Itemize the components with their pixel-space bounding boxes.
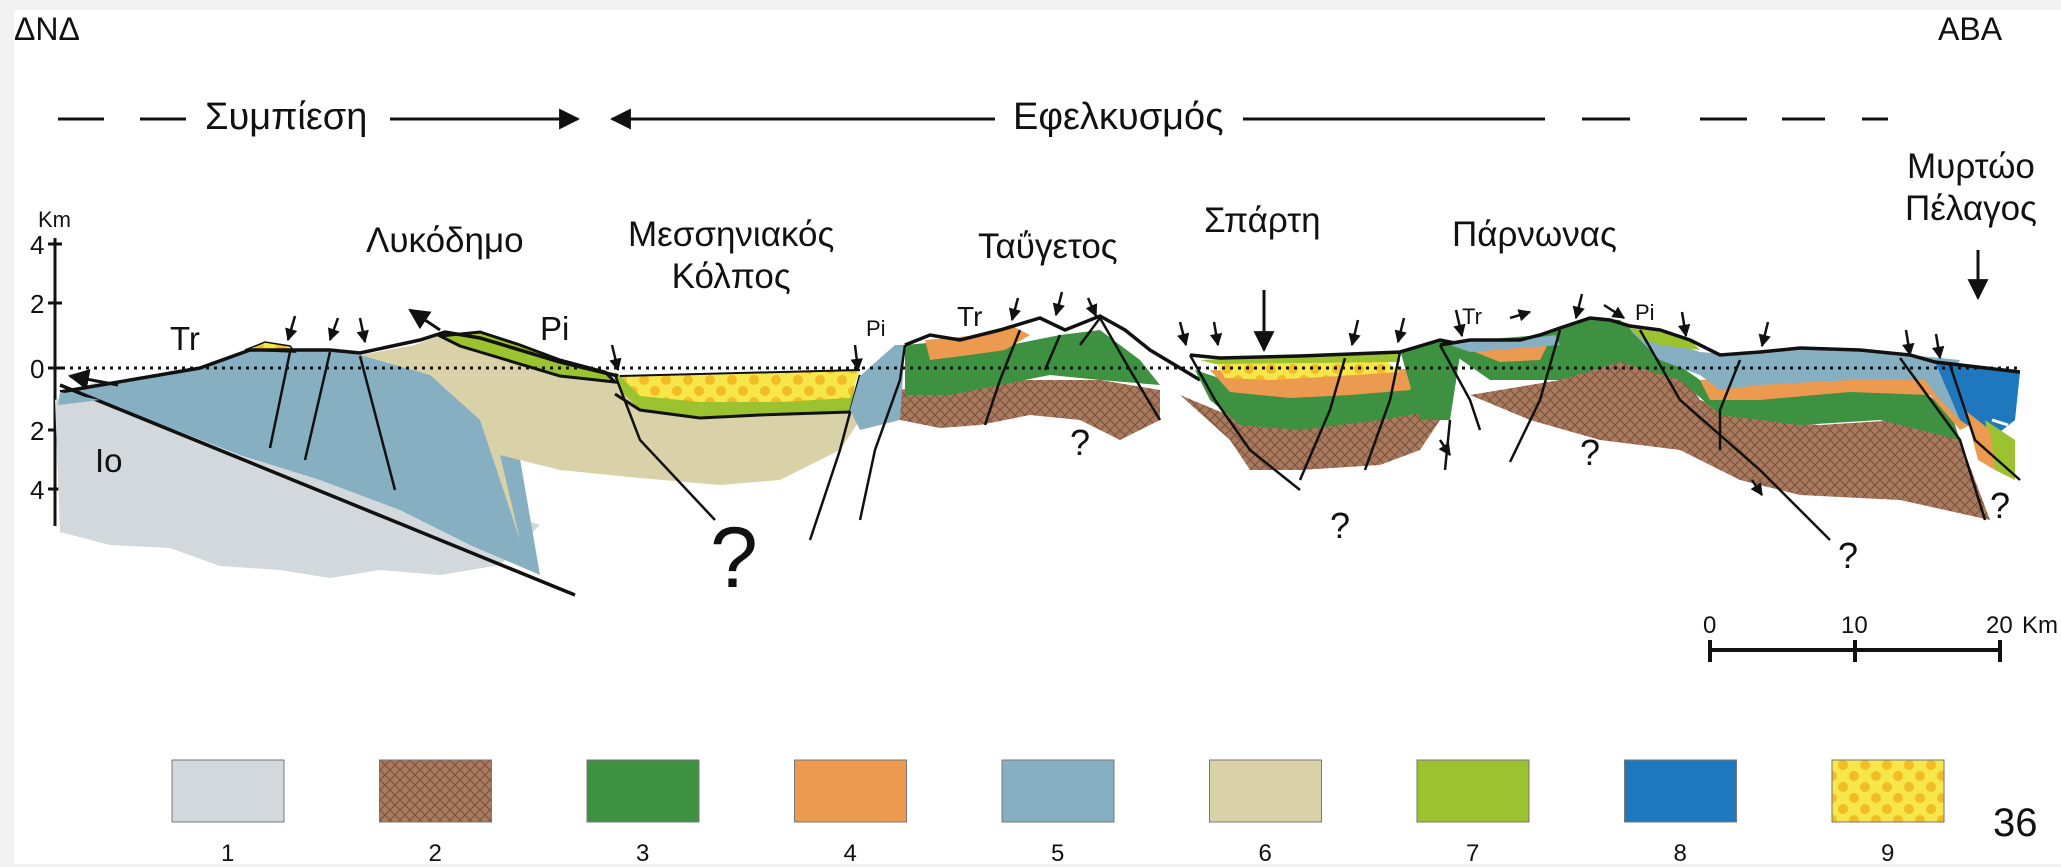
depth-tick: 0 xyxy=(30,354,45,384)
unit-5-taygetos xyxy=(850,345,905,430)
unit-label-tr-parnonas: Tr xyxy=(1462,304,1482,329)
legend-swatch-3 xyxy=(586,759,700,823)
unit-5-parnonas xyxy=(1450,335,1560,352)
legend-swatch-7 xyxy=(1416,759,1530,823)
place-sparti: Σπάρτη xyxy=(1204,201,1321,240)
regime-compression-label: Συμπίεση xyxy=(205,96,368,138)
question-mark-parnonas: ? xyxy=(1580,432,1601,473)
page-number: 36 xyxy=(1993,801,2038,845)
legend-swatch-4 xyxy=(794,759,907,823)
legend-swatch-9 xyxy=(1831,759,1945,823)
depth-tick: 2 xyxy=(30,289,45,319)
unit-5-myrtoo xyxy=(1910,360,1960,420)
scale-bar xyxy=(1708,640,2002,662)
unit-label-pi-parnonas: Pi xyxy=(1635,300,1655,325)
place-parnonas: Πάρνωνας xyxy=(1452,215,1617,254)
legend-swatch-1 xyxy=(171,759,285,823)
depth-axis xyxy=(48,238,62,526)
depth-tick: 2 xyxy=(30,416,45,446)
unit-6-flysch xyxy=(360,333,860,540)
place-messiniakos: Μεσσηνιακός Κόλπος xyxy=(628,215,835,296)
legend-label-7: 7 xyxy=(1466,840,1480,867)
unit-7-myrtoo xyxy=(1985,420,2015,480)
section-compression-zone xyxy=(55,308,863,597)
legend-swatch-8 xyxy=(1624,759,1737,823)
depth-tick: 4 xyxy=(30,230,45,260)
unit-2-parnonas xyxy=(1470,360,1990,520)
orientation-right: ΑΒΑ xyxy=(1938,11,2003,47)
scale-unit: Km xyxy=(2022,612,2058,639)
place-taygetos: Ταΰγετος xyxy=(978,227,1118,266)
unit-label-pi-west: Pi xyxy=(540,310,570,347)
unit-4-myrtoo xyxy=(1965,410,1995,470)
unit-5-east xyxy=(1630,330,1960,390)
scale-tick-20: 20 xyxy=(1986,612,2013,639)
unit-2-taygetos xyxy=(895,380,1160,440)
unit-7-pindos-west xyxy=(434,330,620,384)
unit-7-parnonas xyxy=(1630,328,1700,350)
depth-tick: 4 xyxy=(30,475,45,505)
legend-label-1: 1 xyxy=(221,840,235,867)
unit-label-pi-taygetos: Pi xyxy=(866,316,886,341)
question-mark-myrtoo: ? xyxy=(1990,485,2011,526)
unit-label-tr-west: Tr xyxy=(170,320,200,357)
unit-label-io: Io xyxy=(95,442,123,479)
question-mark-taygetos: ? xyxy=(1070,422,1091,463)
regime-extension-label: Εφελκυσμός xyxy=(1013,96,1224,138)
section-parnonas xyxy=(1438,250,2021,541)
legend-swatch-2 xyxy=(379,759,492,823)
orientation-left: ΔΝΔ xyxy=(14,11,80,47)
unit-label-tr-taygetos: Tr xyxy=(957,301,983,332)
place-lykodimo: Λυκόδημο xyxy=(366,221,524,260)
legend-swatch-5 xyxy=(1001,759,1115,823)
unit-3-sparti-east xyxy=(1400,340,1460,420)
question-mark-sparti: ? xyxy=(1330,505,1351,546)
section-sparti xyxy=(1177,290,1466,491)
unit-3-sparti xyxy=(1195,370,1445,430)
depth-axis-unit: Km xyxy=(38,207,71,232)
place-myrtoo: Μυρτώο Πέλαγος xyxy=(1905,147,2037,228)
unit-5-tripolis-west xyxy=(60,350,540,575)
unit-9-messiniakos xyxy=(620,370,860,402)
scale-tick-0: 0 xyxy=(1703,612,1717,639)
question-mark-east: ? xyxy=(1838,535,1859,576)
legend-label-4: 4 xyxy=(843,840,857,867)
scale-tick-10: 10 xyxy=(1841,612,1868,639)
legend-label-8: 8 xyxy=(1673,840,1687,867)
legend-label-9: 9 xyxy=(1881,840,1895,867)
legend-label-6: 6 xyxy=(1258,840,1272,867)
legend xyxy=(171,759,1945,823)
section-taygetos xyxy=(850,291,1201,521)
question-mark-messiniakos: ? xyxy=(710,510,758,606)
unit-4-taygetos xyxy=(925,325,1030,360)
legend-swatch-6 xyxy=(1209,759,1322,823)
legend-label-5: 5 xyxy=(1051,840,1065,867)
unit-3-parnonas xyxy=(1440,318,1960,440)
legend-label-3: 3 xyxy=(636,840,650,867)
legend-label-2: 2 xyxy=(428,840,442,867)
